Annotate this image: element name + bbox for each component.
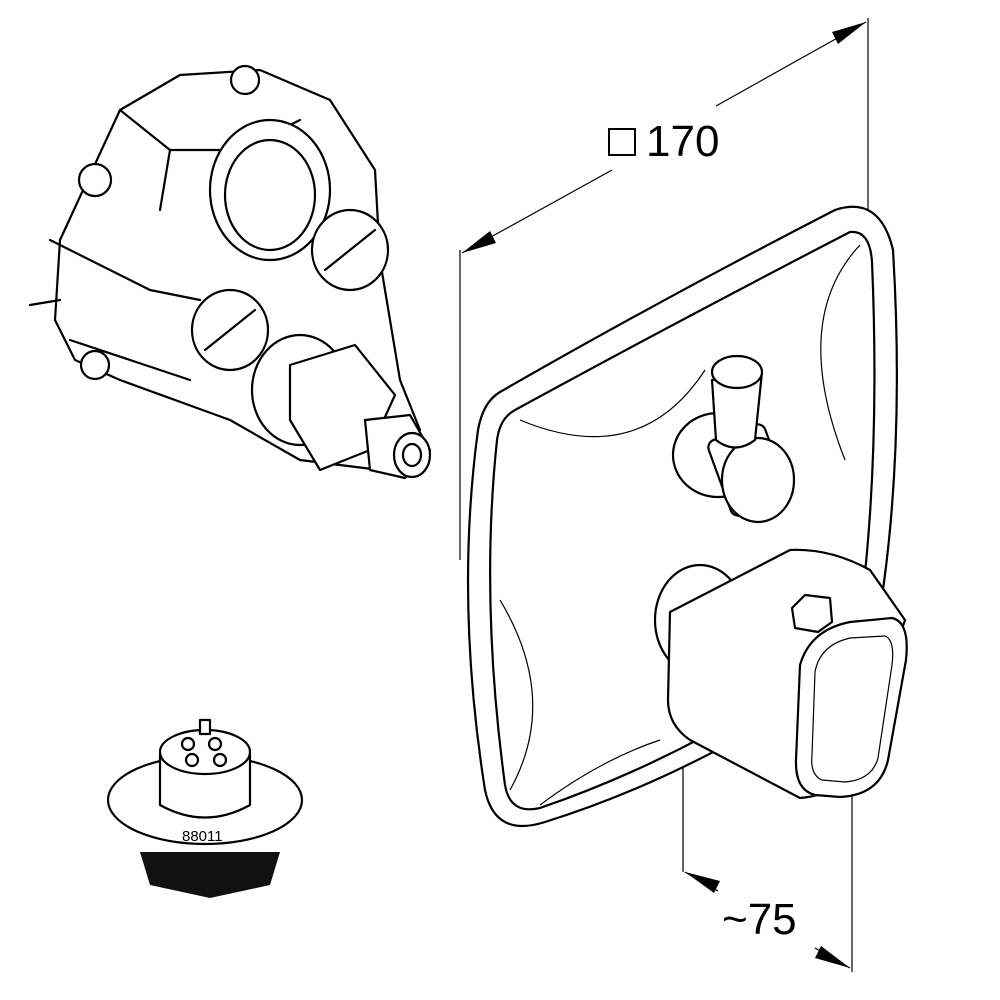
cartridge (106, 718, 304, 898)
arrow-head-icon (685, 872, 720, 893)
square-icon (608, 128, 636, 156)
diverter-knob (671, 354, 796, 524)
cartridge-part-number: 88011 (182, 828, 223, 845)
arrow-head-icon (815, 946, 850, 968)
thermostat-handle (653, 548, 908, 800)
width-value: 170 (646, 117, 720, 166)
depth-dimension-label: ~75 (722, 895, 797, 944)
valve-body (28, 64, 432, 480)
width-dimension-label: 170 (608, 120, 719, 164)
arrow-head-icon (462, 231, 496, 253)
arrow-head-icon (832, 22, 866, 44)
dimension-170-lines (459, 18, 869, 560)
